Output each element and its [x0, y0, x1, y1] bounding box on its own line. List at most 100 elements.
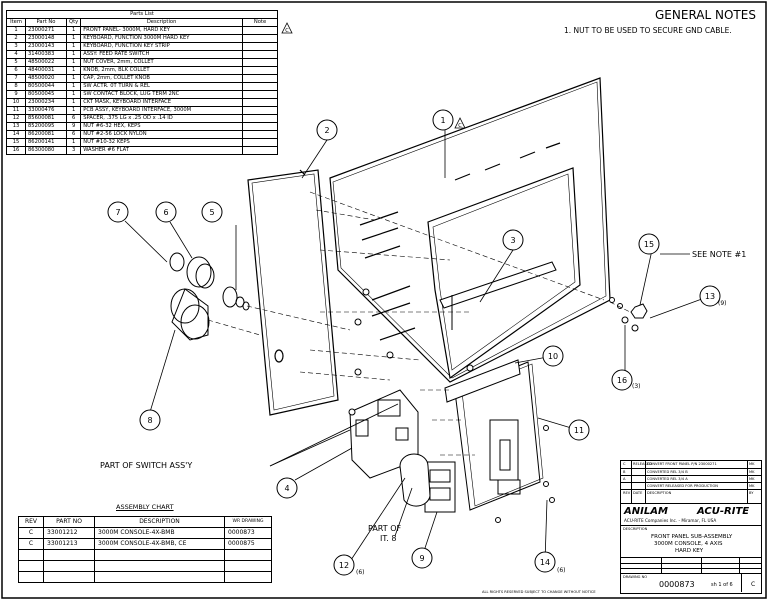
asm-rev-cell: [18, 571, 44, 583]
switch-assembly: [349, 389, 419, 479]
rev-by: MK: [749, 477, 755, 481]
description-line-2: 3000M CONSOLE, 4 AXIS: [654, 541, 723, 547]
balloon-7: 7: [115, 208, 120, 217]
qty-cell: 6: [65, 114, 82, 123]
item-cell: 11: [6, 106, 26, 115]
drawing-no: 0000873: [659, 580, 695, 589]
rev-description: CONVERTED REL 3/4 A: [647, 477, 688, 481]
qty-cell: 3: [65, 146, 82, 155]
note-cell: [242, 122, 278, 131]
callout-texts: SEE NOTE #1 PART OF SWITCH ASS'Y PART OF…: [100, 250, 746, 576]
balloon-8: 8: [147, 416, 152, 425]
note-cell: [242, 130, 278, 139]
brand-row: ANILAM ACU-RITE ACU-RITE Companies Inc. …: [621, 503, 761, 524]
contact-block: [424, 461, 456, 513]
front-panel: [329, 77, 611, 383]
description-cell: KEYBOARD, FUNCTION KEY STRIP: [80, 42, 243, 51]
balloon-10: 10: [548, 352, 558, 361]
asm-part-no-cell: 33001213: [43, 538, 95, 550]
description-cell: SPACER, .375 LG x .25 OD x .14 ID: [80, 114, 243, 123]
rev-header-cell: DATE: [633, 491, 643, 495]
description-cell: NUT #6-32 HEX, KEPS: [80, 122, 243, 131]
asm-part-no-cell: [43, 571, 95, 583]
asm-drawing-cell: [224, 549, 272, 561]
description-line-1: FRONT PANEL SUB-ASSEMBLY: [651, 534, 733, 540]
asm-drawing-cell: 0000875: [224, 538, 272, 550]
balloon-16: 16: [617, 376, 627, 385]
keyboard-panel: [247, 169, 339, 416]
part-of-label: PART OF: [368, 524, 401, 533]
description-cell: SW ACTR. 0T TURN & REL: [80, 82, 243, 91]
item-cell: 6: [6, 66, 26, 75]
qty-12: (6): [356, 569, 365, 576]
part-no-cell: 48500022: [25, 58, 67, 67]
asm-col-rev: REV: [18, 516, 44, 528]
part-no-cell: 23000148: [25, 34, 67, 43]
qty-cell: 1: [65, 106, 82, 115]
part-no-cell: 86200141: [25, 138, 67, 147]
note-cell: [242, 42, 278, 51]
part-no-cell: 23000234: [25, 98, 67, 107]
item-cell: 14: [6, 130, 26, 139]
asm-description-cell: 3000M CONSOLE-4X-BMB: [94, 527, 225, 539]
asm-rev-cell: [18, 549, 44, 561]
qty-13: (9): [718, 300, 727, 307]
qty-cell: 1: [65, 82, 82, 91]
asm-col-drawing: WR DRAWING: [224, 516, 272, 528]
item-cell: 9: [6, 90, 26, 99]
col-part-no: Part No: [25, 18, 67, 27]
asm-part-no-cell: 33001212: [43, 527, 95, 539]
drawing-no-label: DRAWING NO: [623, 575, 648, 579]
switch-actuator: [170, 288, 210, 341]
part-of-switch-label: PART OF SWITCH ASS'Y: [100, 461, 192, 470]
assembly-chart-title: ASSEMBLY CHART: [116, 503, 174, 511]
description-cell: NUT #10-32 KEPS: [80, 138, 243, 147]
qty-cell: 1: [65, 42, 82, 51]
asm-rev-cell: [18, 560, 44, 572]
item-cell: 7: [6, 74, 26, 83]
rev-description: CONVERTED REL 3/4 B: [647, 470, 688, 474]
balloon-14: 14: [540, 558, 550, 567]
rev-letter: B: [623, 470, 626, 474]
rev-header-cell: DESCRIPTION: [647, 491, 672, 495]
description-cell: WASHER #6 FLAT: [80, 146, 243, 155]
balloon-11: 11: [574, 426, 584, 435]
part-no-cell: 23000271: [25, 26, 67, 35]
parts-list-header: Item Part No Qty Description Note: [6, 18, 278, 27]
general-notes-title: GENERAL NOTES: [655, 8, 756, 22]
item-cell: 15: [6, 138, 26, 147]
note-cell: [242, 82, 278, 91]
qty-cell: 6: [65, 130, 82, 139]
description-line-3: HARD KEY: [675, 548, 704, 554]
qty-14: (6): [557, 567, 566, 574]
key-strip: [439, 261, 557, 330]
asm-description-cell: [94, 560, 225, 572]
copyright-footer: ALL RIGHTS RESERVED SUBJECT TO CHANGE WI…: [482, 590, 596, 594]
balloon-2: 2: [324, 126, 329, 135]
rev-letter: A: [623, 477, 626, 481]
rev-flag-label-2: C: [458, 123, 462, 129]
note-cell: [242, 138, 278, 147]
drawing-number-block: DRAWING NO 0000873 sh 1 of 6 C: [621, 573, 761, 592]
assembly-lines: [207, 191, 631, 456]
part-no-cell: 85600081: [25, 114, 67, 123]
balloon-1: 1: [440, 116, 445, 125]
balloon-9: 9: [419, 554, 424, 563]
balloon-5: 5: [209, 208, 214, 217]
parts-list-table: Parts List Item Part No Qty Description …: [6, 10, 278, 155]
asm-part-no-cell: [43, 549, 95, 561]
note-cell: [242, 98, 278, 107]
